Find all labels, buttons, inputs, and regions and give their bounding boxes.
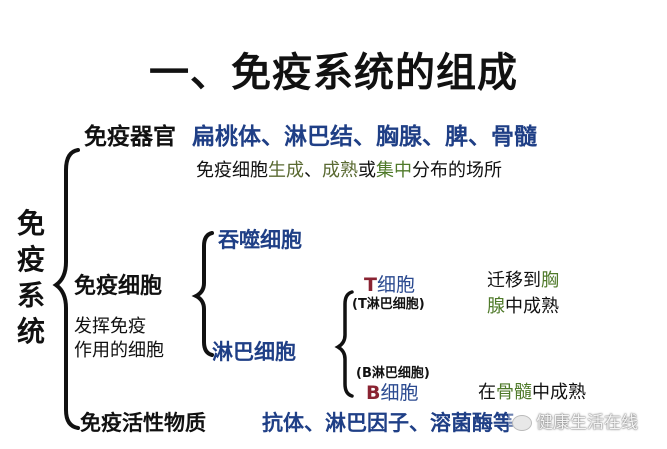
t-cell-label: T细胞 — [364, 270, 415, 297]
note-highlight: 骨髓 — [496, 382, 532, 403]
note-text: 中成熟 — [532, 382, 586, 403]
cells-desc-line1: 发挥免疫 — [74, 316, 146, 337]
note-highlight: 胸 — [541, 270, 559, 291]
phagocyte-label: 吞噬细胞 — [218, 228, 302, 252]
t-cell-note-line2: 腺中成熟 — [487, 292, 559, 318]
t-cell-alias: (T淋巴细胞) — [352, 297, 425, 312]
desc-text: 分布的场所 — [412, 160, 502, 181]
b-cell-alias: (B淋巴细胞) — [356, 366, 430, 381]
organs-items: 扁桃体、淋巴结、胸腺、脾、骨髓 — [192, 124, 537, 150]
t-cell-note-line1: 迁移到胸 — [487, 266, 559, 292]
watermark-text: 健康生活在线 — [536, 413, 638, 433]
root-char: 系 — [16, 279, 45, 312]
organs-label: 免疫器官 — [84, 124, 176, 150]
lymphocyte-label: 淋巴细胞 — [212, 340, 296, 364]
cells-desc-line2: 作用的细胞 — [74, 340, 164, 361]
desc-text: 或 — [358, 160, 376, 181]
root-char: 疫 — [16, 243, 45, 276]
substances-label: 免疫活性物质 — [80, 411, 206, 435]
b-cell-note: 在骨髓中成熟 — [478, 378, 586, 404]
note-highlight: 腺 — [487, 296, 505, 317]
desc-text: 免疫细胞 — [196, 160, 268, 181]
page-title: 一、免疫系统的组成 — [149, 50, 518, 96]
b-letter: B — [366, 382, 381, 404]
root-char: 统 — [16, 315, 45, 348]
cells-label: 免疫细胞 — [74, 274, 163, 299]
substances-items: 抗体、淋巴因子、溶菌酶等 — [262, 411, 514, 435]
desc-highlight: 成熟 — [322, 160, 358, 181]
root-label: 免 疫 系 统 — [14, 206, 48, 350]
t-cell-text: 细胞 — [376, 274, 415, 296]
root-char: 免 — [16, 207, 45, 240]
watermark-icon — [512, 415, 532, 431]
desc-highlight: 集中 — [376, 160, 412, 181]
desc-text: 、 — [304, 160, 322, 181]
desc-highlight: 生成 — [268, 160, 304, 181]
watermark: 健康生活在线 — [508, 408, 642, 433]
note-text: 迁移到 — [487, 270, 541, 291]
b-cell-label: B细胞 — [366, 378, 419, 405]
t-letter: T — [364, 274, 377, 296]
organs-description: 免疫细胞生成、成熟或集中分布的场所 — [196, 156, 502, 182]
note-text: 中成熟 — [505, 296, 559, 317]
note-text: 在 — [478, 382, 496, 403]
b-cell-text: 细胞 — [380, 382, 419, 404]
